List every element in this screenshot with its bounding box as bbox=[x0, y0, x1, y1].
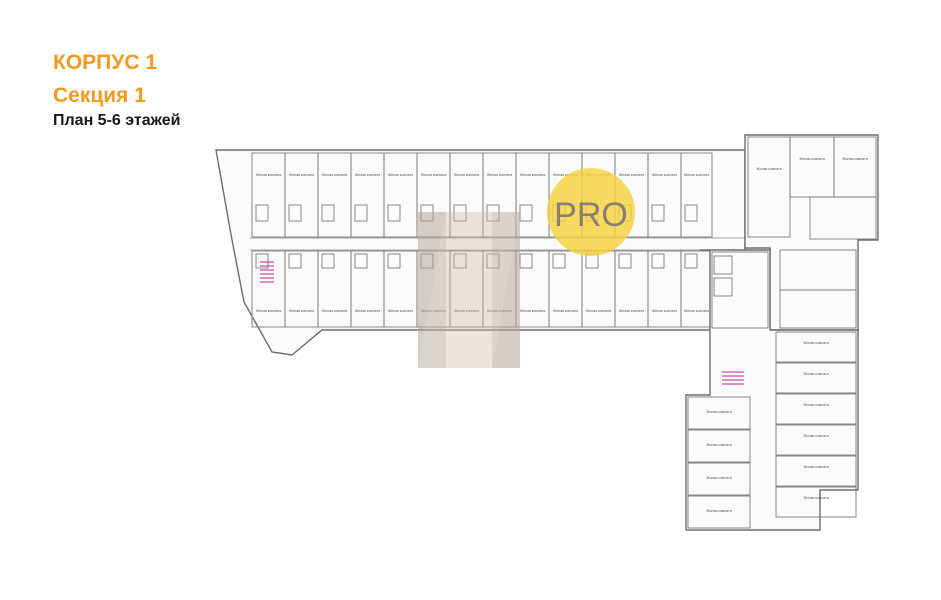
upper-unit-label: Жилая комната bbox=[553, 173, 578, 177]
watermark-logo bbox=[418, 212, 520, 368]
east-unit-left bbox=[687, 429, 751, 463]
elevator-2 bbox=[713, 277, 733, 297]
lower-bath bbox=[255, 253, 269, 269]
east-unit-right bbox=[775, 455, 857, 487]
upper-unit-label: Жилая комната bbox=[652, 173, 677, 177]
junction-unit-label: Жилая комната bbox=[842, 157, 867, 161]
lower-apartments: Жилая комната Жилая комната Жилая комната Ж… bbox=[251, 250, 713, 328]
elevator-core bbox=[711, 251, 769, 329]
elevator-1 bbox=[713, 255, 733, 275]
east-unit-left bbox=[687, 462, 751, 496]
lower-unit-label: Жилая комната bbox=[289, 309, 314, 313]
upper-unit-label: Жилая комната bbox=[322, 173, 347, 177]
lower-unit-label: Жилая комната bbox=[553, 309, 578, 313]
east-unit-right bbox=[775, 362, 857, 394]
upper-unit-label: Жилая комната bbox=[520, 173, 545, 177]
lower-unit-label: Жилая комната bbox=[619, 309, 644, 313]
lower-unit-label: Жилая комната bbox=[652, 309, 677, 313]
section-title: Секция 1 bbox=[53, 84, 146, 107]
upper-unit-label: Жилая комната bbox=[619, 173, 644, 177]
east-unit-label: Жилая комната bbox=[706, 443, 731, 447]
east-unit-label: Жилая комната bbox=[706, 476, 731, 480]
building-title: КОРПУС 1 bbox=[53, 51, 157, 74]
lower-unit-label: Жилая комната bbox=[355, 309, 380, 313]
upper-bath bbox=[453, 204, 467, 222]
lower-unit-label: Жилая комната bbox=[322, 309, 347, 313]
east-unit-left bbox=[687, 396, 751, 430]
lower-unit-label: Жилая комната bbox=[256, 309, 281, 313]
lower-bath bbox=[618, 253, 632, 269]
east-unit-right bbox=[775, 331, 857, 363]
upper-unit-label: Жилая комната bbox=[487, 173, 512, 177]
lower-bath bbox=[651, 253, 665, 269]
lower-bath bbox=[321, 253, 335, 269]
junction-unit-f bbox=[779, 289, 857, 329]
upper-unit-label: Жилая комната bbox=[421, 173, 446, 177]
lower-unit-label: Жилая комната bbox=[586, 309, 611, 313]
upper-bath bbox=[321, 204, 335, 222]
east-unit-left bbox=[687, 495, 751, 529]
lower-bath bbox=[453, 253, 467, 269]
upper-unit bbox=[680, 152, 713, 238]
upper-unit-label: Жилая комната bbox=[388, 173, 413, 177]
east-unit-right bbox=[775, 393, 857, 425]
east-unit-right bbox=[775, 424, 857, 456]
upper-bath bbox=[684, 204, 698, 222]
lower-unit-label: Жилая комната bbox=[684, 309, 709, 313]
east-unit-label: Жилая комната bbox=[706, 410, 731, 414]
east-unit-label: Жилая комната bbox=[803, 341, 828, 345]
upper-unit-label: Жилая комната bbox=[684, 173, 709, 177]
upper-bath bbox=[387, 204, 401, 222]
east-unit-label: Жилая комната bbox=[803, 465, 828, 469]
east-wing bbox=[685, 249, 859, 531]
lower-bath bbox=[387, 253, 401, 269]
junction-unit-label: Жилая комната bbox=[799, 157, 824, 161]
upper-bath bbox=[354, 204, 368, 222]
junction-unit-d bbox=[809, 196, 877, 240]
upper-bath bbox=[651, 204, 665, 222]
stair-east bbox=[722, 371, 744, 385]
upper-unit-label: Жилая комната bbox=[355, 173, 380, 177]
east-unit-label: Жилая комната bbox=[803, 372, 828, 376]
lower-bath bbox=[354, 253, 368, 269]
upper-unit-label: Жилая комната bbox=[256, 173, 281, 177]
lower-unit-label: Жилая комната bbox=[388, 309, 413, 313]
east-unit-label: Жилая комната bbox=[803, 403, 828, 407]
lower-bath bbox=[552, 253, 566, 269]
east-unit-label: Жилая комната bbox=[706, 509, 731, 513]
lower-unit-label: Жилая комната bbox=[454, 309, 479, 313]
lower-bath bbox=[684, 253, 698, 269]
upper-unit-label: Жилая комната bbox=[454, 173, 479, 177]
upper-bath bbox=[288, 204, 302, 222]
east-unit-right bbox=[775, 486, 857, 518]
pro-text: PRO bbox=[554, 196, 628, 234]
stair-west bbox=[260, 261, 274, 283]
upper-bath bbox=[255, 204, 269, 222]
lower-unit-label: Жилая комната bbox=[520, 309, 545, 313]
lower-bath bbox=[288, 253, 302, 269]
pro-badge: PRO bbox=[547, 168, 635, 256]
east-unit-label: Жилая комната bbox=[803, 496, 828, 500]
east-unit-label: Жилая комната bbox=[803, 434, 828, 438]
floors-subtitle: План 5-6 этажей bbox=[53, 112, 181, 129]
upper-unit-label: Жилая комната bbox=[289, 173, 314, 177]
junction-unit-label: Жилая комната bbox=[756, 167, 781, 171]
